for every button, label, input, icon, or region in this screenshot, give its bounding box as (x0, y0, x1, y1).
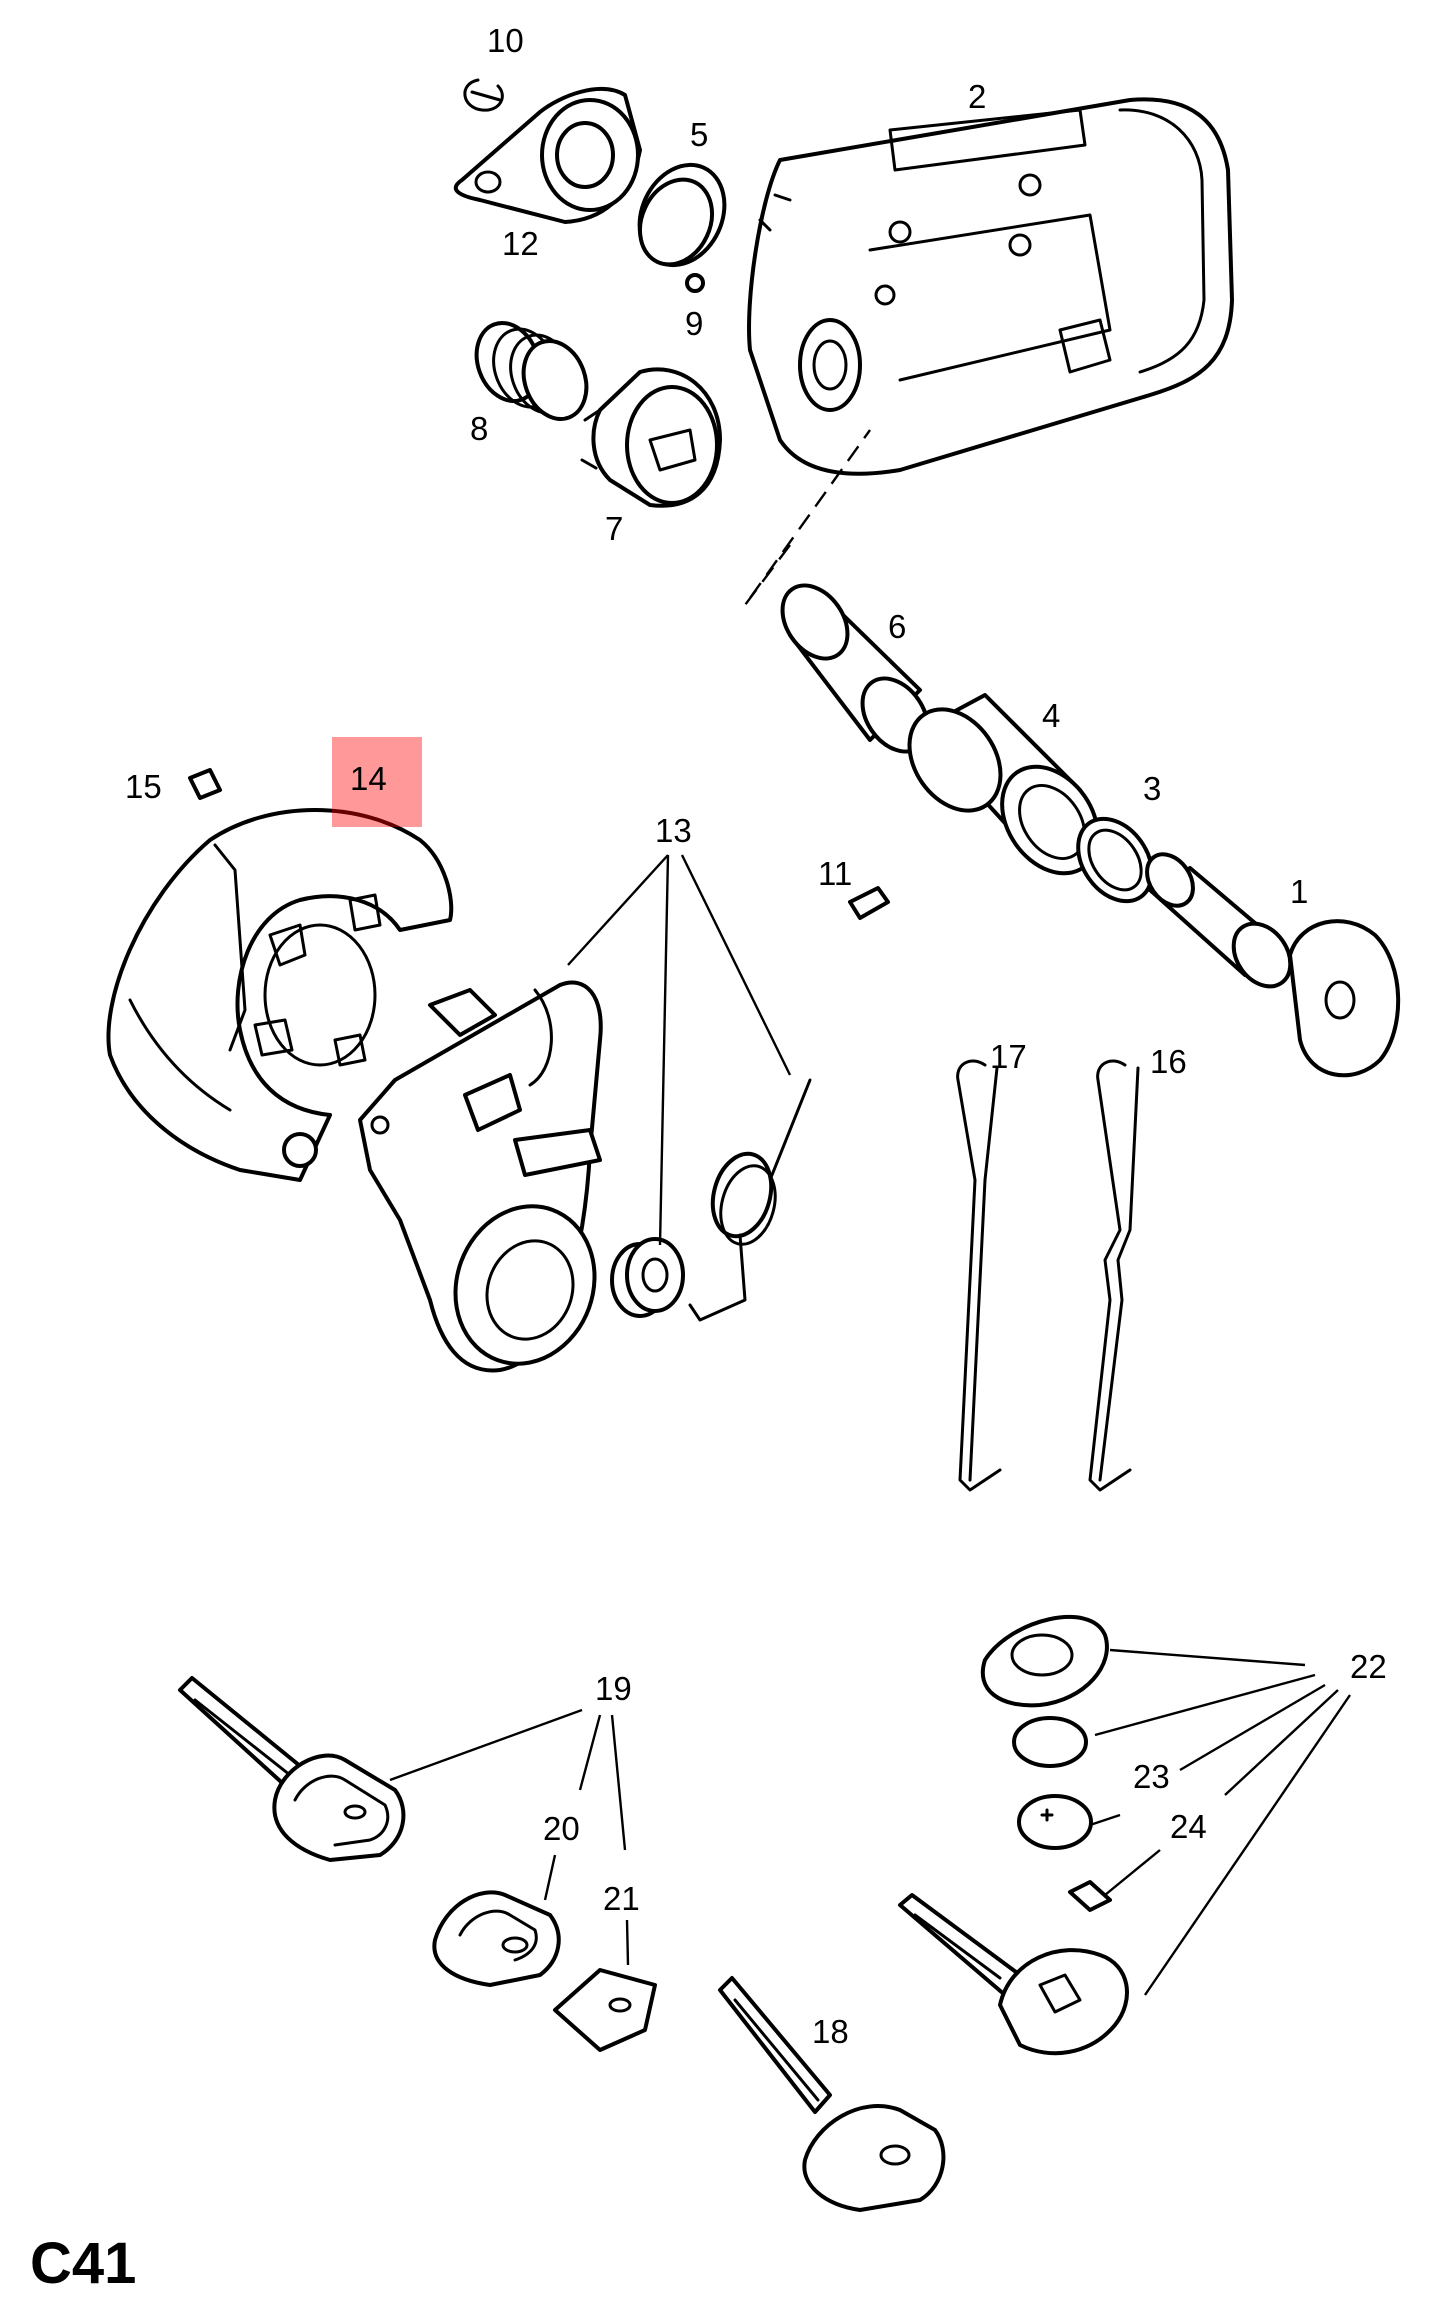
callout-18: 18 (812, 2013, 849, 2050)
callout-7: 7 (605, 510, 623, 547)
part-5-ring (637, 162, 727, 268)
part-18-key (718, 1976, 946, 2212)
callout-4: 4 (1042, 697, 1060, 734)
part-13-switch-plate (358, 980, 603, 1373)
part-4-sleeve (907, 693, 1100, 876)
callout-23: 23 (1133, 1758, 1170, 1795)
callout-24: 24 (1170, 1808, 1207, 1845)
callout-10: 10 (487, 22, 524, 59)
part-15-bushing (188, 768, 222, 800)
callout-21: 21 (603, 1880, 640, 1917)
callout-17: 17 (990, 1038, 1027, 1075)
remote-key (898, 1893, 1129, 2056)
callout-12: 12 (502, 225, 539, 262)
callout-13: 13 (655, 812, 692, 849)
callout-2: 2 (968, 78, 986, 115)
part-24-pin (1068, 1880, 1112, 1912)
part-10-clip (463, 78, 504, 112)
callout-20: 20 (543, 1810, 580, 1847)
part-1-lock-cylinder (1145, 852, 1401, 1078)
part-22-cap (980, 1615, 1109, 1708)
part-13-bushing (610, 1237, 685, 1318)
part-22-button (1012, 1716, 1088, 1768)
part-2-housing (747, 97, 1234, 476)
callout-9: 9 (685, 305, 703, 342)
callout-labels: 1 2 3 4 5 6 7 8 9 10 11 12 13 14 15 16 1… (125, 22, 1387, 2050)
callout-15: 15 (125, 768, 162, 805)
part-11-pin (848, 886, 890, 920)
part-8-spring (474, 321, 589, 421)
part-14-switch-housing (106, 808, 454, 1182)
callout-19: 19 (595, 1670, 632, 1707)
part-9-ball (685, 273, 705, 293)
part-19-key (178, 1676, 406, 1862)
callout-22: 22 (1350, 1648, 1387, 1685)
callout-8: 8 (470, 410, 488, 447)
part-17-rod (956, 1059, 1002, 1492)
part-13-torsion-spring (688, 1078, 812, 1322)
callout-6: 6 (888, 608, 906, 645)
part-7-cam (580, 367, 722, 508)
part-16-rod (1088, 1059, 1140, 1492)
part-20-cover (432, 1890, 561, 1987)
highlight-box-14 (332, 737, 422, 827)
assembly-guide-line (744, 429, 871, 606)
page-code: C41 (30, 2231, 136, 2296)
callout-3: 3 (1143, 770, 1161, 807)
part-23-battery (1017, 1794, 1093, 1850)
part-21-insert (553, 1968, 657, 2052)
part-12-bracket (453, 87, 642, 224)
callout-1: 1 (1290, 873, 1308, 910)
leader-lines (389, 854, 1351, 1996)
callout-14: 14 (350, 760, 387, 797)
callout-11: 11 (818, 855, 852, 892)
part-3-oring (1076, 816, 1154, 904)
callout-5: 5 (690, 116, 708, 153)
callout-16: 16 (1150, 1043, 1187, 1080)
